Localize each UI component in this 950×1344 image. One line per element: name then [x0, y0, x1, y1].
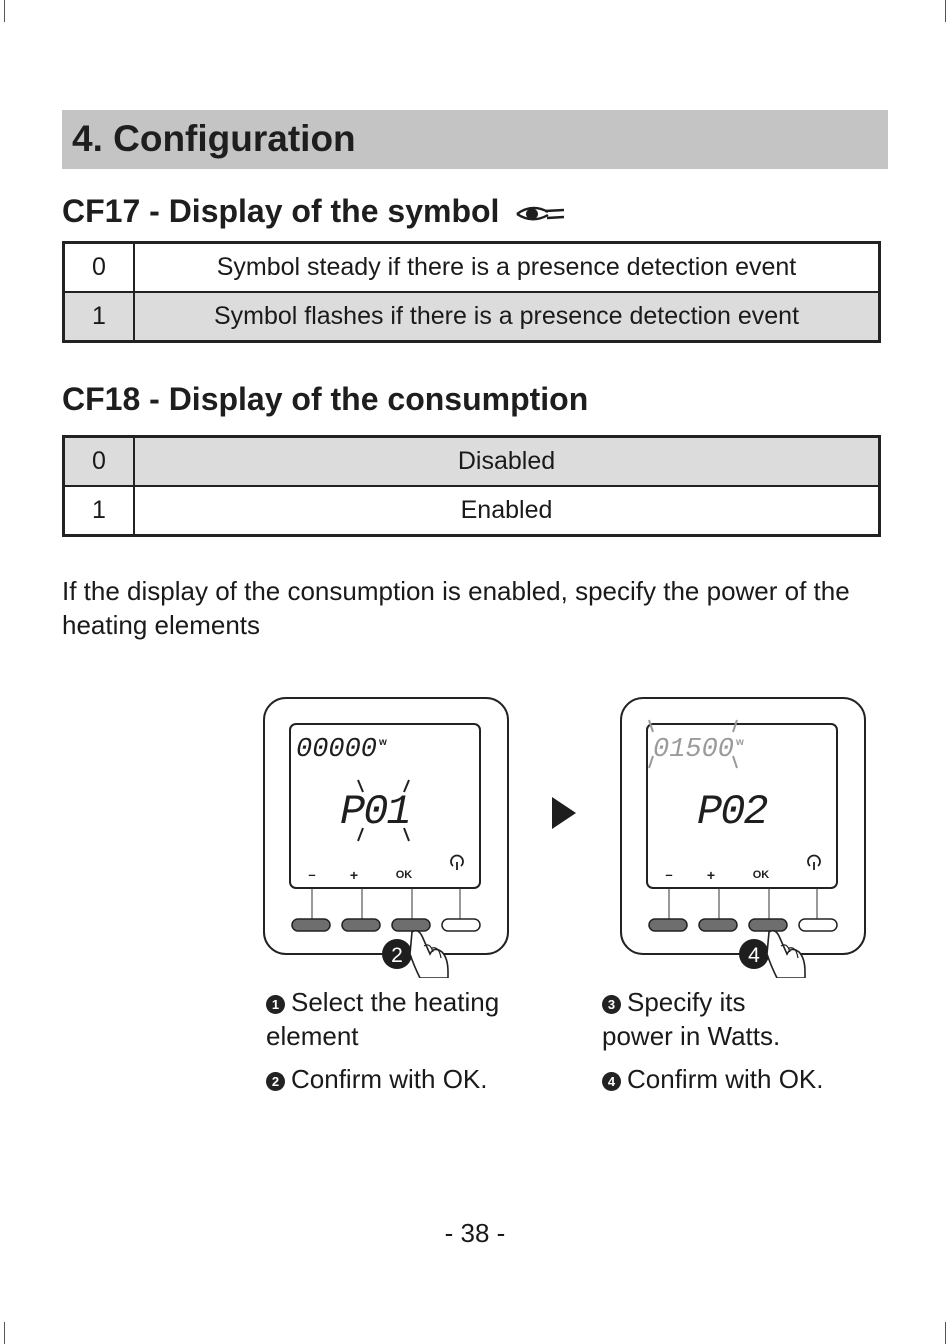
lcd-counter: 01500 [653, 735, 734, 765]
lcd-ok-label: OK [753, 869, 770, 881]
crop-mark [945, 0, 946, 22]
step-bullet: 2 [266, 1072, 285, 1091]
step-badge [739, 939, 769, 969]
caption-text: Confirm with OK. [291, 1064, 488, 1094]
power-button[interactable] [441, 918, 481, 932]
step-number: 2 [391, 944, 403, 967]
option-key: 1 [62, 291, 135, 343]
caption-text: Confirm with OK. [627, 1064, 824, 1094]
crop-mark [4, 1322, 5, 1344]
caption-text: Select the heating [291, 987, 500, 1017]
lcd-ok-label: OK [396, 869, 413, 881]
page-number: - 38 - [444, 1218, 506, 1248]
step-badge [382, 939, 412, 969]
step-bullet: 4 [602, 1072, 621, 1091]
next-step-arrow-icon [552, 797, 576, 829]
minus-button[interactable] [291, 918, 331, 932]
section-header: 4. Configuration [62, 110, 888, 169]
lcd-minus-label: – [665, 867, 672, 882]
thermostat-illustration-step2: 01500 w P02 – + OK 4 [620, 697, 866, 978]
lcd-unit: w [735, 737, 744, 748]
cf17-heading: CF17 - Display of the symbol [62, 193, 566, 230]
caption-text: Specify its [627, 987, 746, 1017]
power-button[interactable] [798, 918, 838, 932]
thermostat-illustration-step1: 00000 w P01 – + OK 2 [263, 697, 509, 978]
crop-mark [945, 1322, 946, 1344]
pointing-hand-icon [766, 929, 806, 978]
plus-button[interactable] [698, 918, 738, 932]
option-description: Symbol steady if there is a presence det… [133, 241, 881, 293]
instruction-paragraph: If the display of the consumption is ena… [62, 576, 850, 640]
step-number: 4 [748, 944, 760, 967]
caption-step2: 2 Confirm with OK. [266, 1062, 488, 1096]
step-bullet: 3 [602, 995, 621, 1014]
cf18-heading: CF18 - Display of the consumption [62, 381, 588, 418]
table-row: 1 Enabled [62, 485, 881, 537]
lcd-plus-label: + [707, 867, 715, 883]
power-icon [807, 854, 821, 870]
lcd-parameter-code: P01 [340, 788, 410, 836]
option-description: Enabled [133, 485, 881, 537]
table-row: 1 Symbol flashes if there is a presence … [62, 291, 881, 343]
eye-symbol-icon [516, 206, 565, 220]
ok-button[interactable] [391, 918, 431, 932]
power-icon [450, 854, 464, 870]
step-bullet: 1 [266, 995, 285, 1014]
table-row: 0 Disabled [62, 435, 881, 487]
crop-mark [4, 0, 5, 22]
option-description: Disabled [133, 435, 881, 487]
option-key: 0 [62, 435, 135, 487]
caption-step3: 3 Specify its power in Watts. [602, 985, 780, 1053]
cf17-title: CF17 - Display of the symbol [62, 193, 500, 229]
option-key: 0 [62, 241, 135, 293]
ok-button[interactable] [748, 918, 788, 932]
blink-marks [648, 719, 738, 769]
lcd-plus-label: + [350, 867, 358, 883]
plus-button[interactable] [341, 918, 381, 932]
caption-step4: 4 Confirm with OK. [602, 1062, 824, 1096]
pointing-hand-icon [409, 929, 449, 978]
caption-text: element [266, 1021, 359, 1051]
caption-step1: 1 Select the heating element [266, 985, 499, 1053]
lcd-unit: w [378, 737, 387, 748]
section-title: 4. Configuration [72, 118, 356, 159]
blink-marks [357, 779, 410, 842]
lcd-counter: 00000 [296, 735, 377, 765]
cf18-options-table: 0 Disabled 1 Enabled [62, 435, 881, 537]
caption-text: power in Watts. [602, 1021, 781, 1051]
cf18-title: CF18 - Display of the consumption [62, 381, 589, 417]
lcd-minus-label: – [308, 867, 315, 882]
lcd-parameter-code: P02 [697, 788, 767, 836]
table-row: 0 Symbol steady if there is a presence d… [62, 241, 881, 293]
option-description: Symbol flashes if there is a presence de… [133, 291, 881, 343]
minus-button[interactable] [648, 918, 688, 932]
option-key: 1 [62, 485, 135, 537]
cf17-options-table: 0 Symbol steady if there is a presence d… [62, 241, 881, 343]
